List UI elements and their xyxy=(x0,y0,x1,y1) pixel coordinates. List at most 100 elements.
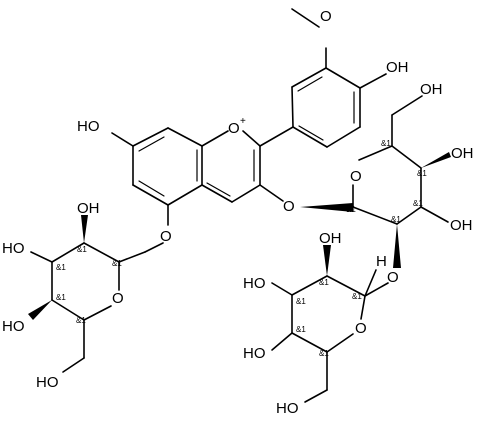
bond xyxy=(326,126,361,148)
stereo-label: &1 xyxy=(413,199,423,208)
bond xyxy=(167,184,203,206)
atom-labels: O OH O + HO O O OH OH OH O O OH HO HO O … xyxy=(2,8,474,417)
hydroxyl-bottom-sugar-2-label: OH xyxy=(319,230,342,247)
bond xyxy=(231,184,261,203)
bond xyxy=(358,145,393,161)
bond xyxy=(51,242,85,263)
phenol-hydroxyl-label: OH xyxy=(386,59,409,76)
bond xyxy=(291,275,328,296)
stereo-label: &1 xyxy=(391,215,401,224)
stereo-label: &1 xyxy=(296,297,306,306)
bond xyxy=(111,132,134,147)
bond xyxy=(144,242,164,253)
bond xyxy=(291,67,327,88)
stereo-label: &1 xyxy=(319,278,329,287)
stereo-label: &1 xyxy=(346,205,356,214)
top-sugar-bonds xyxy=(300,95,451,268)
hydroxyl-7-label: HO xyxy=(77,118,100,135)
hydroxyl-left-sugar-4-label: HO xyxy=(2,318,25,335)
bond xyxy=(360,295,366,320)
bond xyxy=(83,242,120,263)
bond xyxy=(138,136,165,152)
bond xyxy=(30,251,53,263)
ring-oxygen-left-sugar-label: O xyxy=(112,290,124,307)
bond xyxy=(292,126,328,148)
bond xyxy=(132,184,169,206)
bond xyxy=(259,184,284,202)
wedge-bond xyxy=(393,224,401,268)
positive-charge-label: + xyxy=(240,116,246,127)
bond xyxy=(167,127,203,147)
wedge-bond xyxy=(323,245,331,276)
left-sugar-bonds xyxy=(28,215,146,373)
bond xyxy=(291,86,294,128)
ring-oxygen-bottom-sugar-label: O xyxy=(355,320,367,337)
ring-oxygen-top-sugar-label: O xyxy=(350,168,362,185)
bond xyxy=(83,305,112,321)
bond xyxy=(304,389,328,403)
stereo-label: &1 xyxy=(352,292,362,301)
bottom-sugar-bonds xyxy=(271,245,389,403)
bond xyxy=(118,251,146,263)
bond xyxy=(391,145,422,169)
wedge-bond xyxy=(421,152,451,168)
bond xyxy=(271,332,293,351)
stereo-label: &1 xyxy=(112,259,122,268)
stereo-label: &1 xyxy=(296,325,306,334)
bond xyxy=(326,333,354,353)
core-bonds xyxy=(111,127,284,253)
glycosidic-oxygen-2-label: O xyxy=(387,269,399,286)
primary-hydroxyl-bottom-label: HO xyxy=(276,400,299,417)
bond xyxy=(201,130,229,147)
anomeric-hydrogen-label: H xyxy=(376,253,387,270)
bond xyxy=(326,275,366,297)
hydroxyl-left-sugar-2-label: OH xyxy=(77,200,100,217)
glycosidic-oxygen-3-label: O xyxy=(283,198,295,215)
stereo-markers: &1 &1 &1 &1 &1 &1 &1 &1 &1 &1 &1 &1 &1 &… xyxy=(56,139,427,358)
bond xyxy=(132,127,169,147)
stereo-label: &1 xyxy=(77,245,87,254)
primary-hydroxyl-left-label: HO xyxy=(36,374,59,391)
hydroxyl-bottom-sugar-3-label: HO xyxy=(243,275,266,292)
bond xyxy=(420,206,449,223)
bond xyxy=(396,206,422,225)
stereo-label: &1 xyxy=(417,169,427,178)
bond xyxy=(62,357,85,373)
b-ring-bonds xyxy=(259,8,387,148)
bond xyxy=(138,180,165,197)
bond xyxy=(51,299,85,321)
stereo-label: &1 xyxy=(56,293,66,302)
pyrylium-oxygen-label: O xyxy=(228,120,240,137)
stereo-label: &1 xyxy=(56,263,66,272)
hydroxyl-top-sugar-4-label: OH xyxy=(451,145,474,162)
wedge-bond xyxy=(28,300,52,320)
bond xyxy=(359,73,387,89)
bond xyxy=(352,206,398,225)
stereo-label: &1 xyxy=(76,316,86,325)
hydroxyl-left-sugar-3-label: HO xyxy=(2,240,25,257)
wedge-bond xyxy=(81,215,88,243)
bond xyxy=(206,182,231,197)
bond xyxy=(325,67,361,89)
bond xyxy=(201,184,233,203)
bond xyxy=(297,76,323,92)
wedge-bond xyxy=(300,203,353,212)
methoxy-oxygen-label: O xyxy=(320,8,332,25)
stereo-label: &1 xyxy=(319,349,329,358)
bond xyxy=(364,282,389,297)
primary-hydroxyl-top-label: OH xyxy=(420,81,443,98)
bond xyxy=(291,8,320,28)
stereo-label: &1 xyxy=(381,139,391,148)
hydroxyl-top-sugar-3-label: OH xyxy=(450,217,473,234)
bond xyxy=(291,332,328,353)
hydroxyl-bottom-sugar-4-label: HO xyxy=(243,345,266,362)
bond xyxy=(364,269,377,297)
bond xyxy=(271,282,293,296)
bond xyxy=(391,95,423,116)
bond xyxy=(298,125,324,141)
glycosidic-oxygen-5-label: O xyxy=(160,228,172,245)
bond xyxy=(242,130,261,147)
bond xyxy=(259,126,294,147)
